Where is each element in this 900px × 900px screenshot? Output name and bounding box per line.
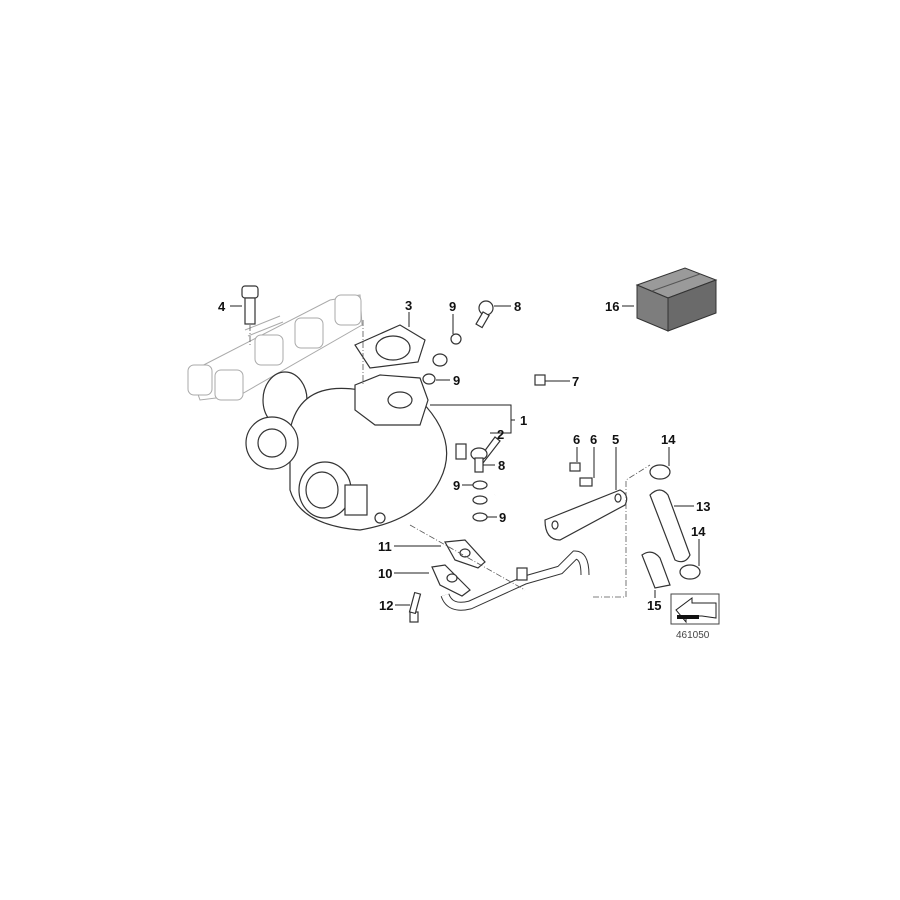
gasket-10: [431, 564, 471, 597]
callout-labels: 1 2 3 4 5 6 6 7 8 8 9 9 9 9 10 11 12 13 …: [218, 298, 710, 613]
callout-6b: 6: [590, 432, 597, 447]
callout-8a: 8: [514, 299, 521, 314]
callout-6a: 6: [573, 432, 580, 447]
callout-9d: 9: [499, 510, 506, 525]
turbocharger: [245, 371, 467, 531]
banjo-bolt-8-upper: [475, 300, 494, 329]
oil-return-pipe: [440, 550, 590, 611]
sleeve-15: [641, 551, 671, 589]
gasket-3: [354, 324, 426, 369]
callout-16: 16: [605, 299, 619, 314]
callout-9a: 9: [449, 299, 456, 314]
callout-14b: 14: [691, 524, 706, 539]
bolts-6: [569, 462, 593, 487]
callout-5: 5: [612, 432, 619, 447]
callout-1: 1: [520, 413, 527, 428]
callout-13: 13: [696, 499, 710, 514]
callout-15: 15: [647, 598, 661, 613]
leader-lines: [230, 305, 700, 606]
hose-clamps-14: [649, 464, 701, 580]
callout-14a: 14: [661, 432, 676, 447]
exhaust-manifold: [187, 294, 363, 401]
bracket-5: [544, 489, 628, 541]
diagram-reference-number: 461050: [676, 630, 710, 641]
callout-9c: 9: [453, 478, 460, 493]
callout-11: 11: [378, 539, 392, 554]
callout-4: 4: [218, 299, 226, 314]
callout-8b: 8: [498, 458, 505, 473]
kit-box-16: [635, 267, 718, 332]
direction-arrow-icon: [670, 593, 720, 625]
callout-2: 2: [497, 427, 504, 442]
bolt-4: [241, 285, 259, 325]
callout-7: 7: [572, 374, 579, 389]
callout-10: 10: [378, 566, 392, 581]
oil-feed-line-7: [447, 340, 546, 497]
callout-9b: 9: [453, 373, 460, 388]
washers-9: [422, 333, 488, 522]
banjo-bolt-8-lower: [470, 447, 488, 473]
hose-13: [649, 489, 691, 563]
callout-12: 12: [379, 598, 393, 613]
callout-3: 3: [405, 298, 412, 313]
bolt-12: [408, 591, 422, 623]
